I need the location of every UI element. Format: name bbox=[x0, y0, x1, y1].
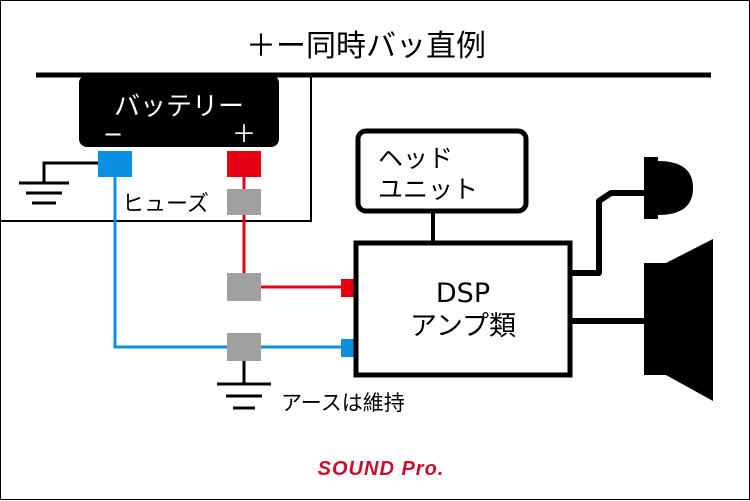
positive-distribution-block bbox=[227, 273, 261, 301]
positive-terminal bbox=[227, 151, 261, 177]
battery-negative-symbol: − bbox=[103, 120, 123, 148]
battery-enclosure bbox=[1, 76, 312, 222]
tweeter-icon bbox=[644, 157, 693, 219]
battery-label: バッテリー bbox=[114, 92, 244, 122]
head-unit-label-line1: ヘッド bbox=[378, 144, 453, 173]
dsp-label-line1: DSP bbox=[436, 278, 490, 309]
tweeter-wire bbox=[570, 190, 646, 276]
dsp-label-line2: アンプ類 bbox=[410, 311, 516, 342]
negative-distribution-block bbox=[227, 333, 261, 361]
woofer-icon bbox=[644, 239, 713, 401]
ground-icon bbox=[217, 382, 271, 410]
battery bbox=[79, 75, 279, 147]
brand-logo: SOUND Pro. bbox=[318, 458, 445, 480]
battery-ground-wire bbox=[42, 161, 98, 183]
fuse bbox=[227, 189, 261, 215]
diagram-title: ＋ー同時バッ直例 bbox=[246, 29, 486, 64]
ground-note: アースは維持 bbox=[281, 391, 405, 415]
battery-positive-symbol: ＋ bbox=[232, 120, 256, 148]
fuse-label: ヒューズ bbox=[122, 192, 209, 217]
head-unit-label-line2: ユニット bbox=[378, 175, 478, 204]
dsp-amp-box bbox=[353, 240, 573, 378]
negative-wire bbox=[113, 177, 227, 349]
ground-icon bbox=[19, 181, 69, 205]
dsp-positive-connector bbox=[341, 279, 355, 297]
head-unit-box bbox=[355, 128, 529, 214]
dsp-negative-connector bbox=[341, 339, 355, 357]
negative-terminal bbox=[98, 151, 132, 177]
